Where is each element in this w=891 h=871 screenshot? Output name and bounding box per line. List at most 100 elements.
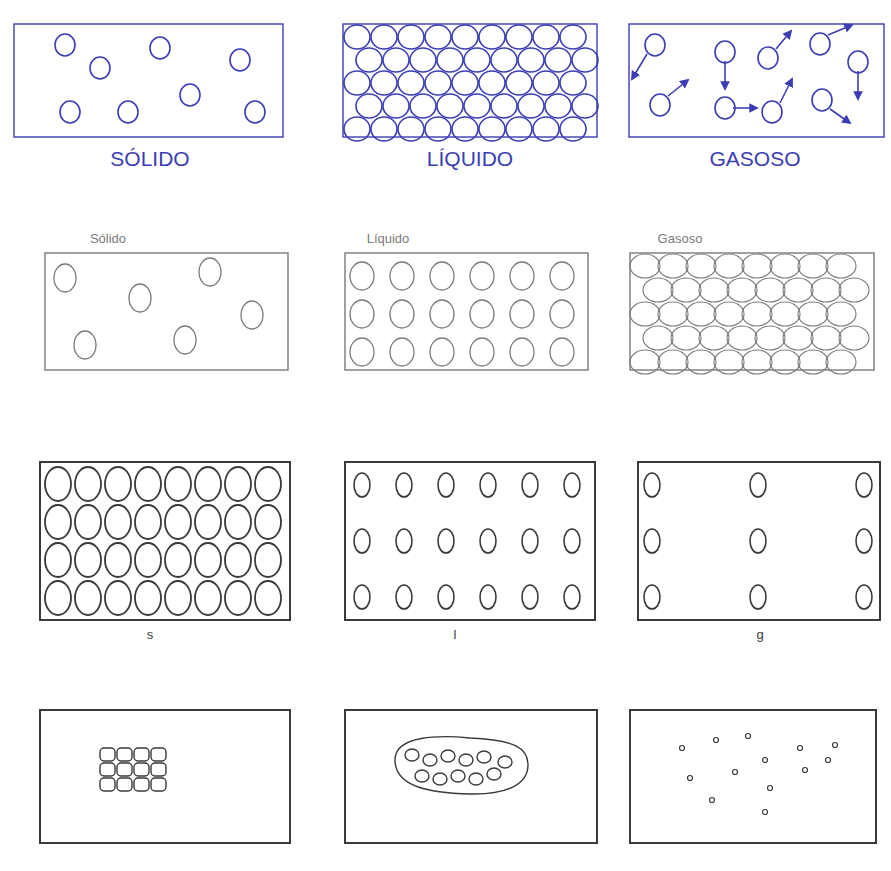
particle xyxy=(763,758,768,763)
particle xyxy=(75,581,101,615)
particle xyxy=(733,770,738,775)
particle xyxy=(45,467,71,501)
motion-arrow xyxy=(857,71,859,99)
particle xyxy=(783,278,813,302)
motion-arrow xyxy=(733,107,757,109)
particle xyxy=(480,529,496,553)
state-frame xyxy=(14,24,283,137)
state-frame xyxy=(343,24,597,137)
particle xyxy=(498,756,512,768)
particle xyxy=(522,529,538,553)
particle xyxy=(398,117,424,141)
particle xyxy=(118,101,138,123)
solid-particle xyxy=(100,748,115,761)
particle xyxy=(510,300,534,328)
particle xyxy=(225,505,251,539)
solid-particle xyxy=(134,748,149,761)
particle xyxy=(344,71,370,95)
particle xyxy=(195,543,221,577)
particle xyxy=(396,585,412,609)
particle xyxy=(55,34,75,56)
particle xyxy=(479,117,505,141)
particle xyxy=(195,581,221,615)
particle xyxy=(699,278,729,302)
particle xyxy=(856,529,872,553)
particle xyxy=(45,543,71,577)
particle xyxy=(522,473,538,497)
particle xyxy=(560,71,586,95)
particle xyxy=(105,581,131,615)
state-frame xyxy=(40,462,290,620)
particle xyxy=(510,262,534,290)
particle xyxy=(714,254,744,278)
particle xyxy=(410,94,436,118)
particle xyxy=(180,84,200,106)
state-frame xyxy=(45,253,288,370)
particle xyxy=(452,25,478,49)
motion-arrow xyxy=(724,61,726,89)
particle xyxy=(533,25,559,49)
particle xyxy=(763,810,768,815)
particle xyxy=(225,467,251,501)
particle xyxy=(464,94,490,118)
particle xyxy=(798,302,828,326)
state-frame xyxy=(638,462,880,620)
particle xyxy=(344,117,370,141)
particle xyxy=(344,25,370,49)
particle xyxy=(658,302,688,326)
particle xyxy=(425,117,451,141)
particle xyxy=(354,473,370,497)
particle xyxy=(105,543,131,577)
state-frame xyxy=(630,253,874,370)
particle xyxy=(356,48,382,72)
particle xyxy=(833,743,838,748)
state-label: LÍQUIDO xyxy=(427,147,513,170)
particle xyxy=(491,48,517,72)
particle xyxy=(650,94,670,116)
particle xyxy=(480,473,496,497)
solid-particle xyxy=(100,778,115,791)
particle xyxy=(199,258,221,286)
particle xyxy=(459,754,473,766)
particle xyxy=(165,581,191,615)
particle xyxy=(45,505,71,539)
particle xyxy=(560,25,586,49)
particle xyxy=(686,254,716,278)
particle xyxy=(671,326,701,350)
particle xyxy=(438,529,454,553)
particle xyxy=(479,25,505,49)
solid-particle xyxy=(117,778,132,791)
solid-particle xyxy=(151,748,166,761)
particle xyxy=(755,326,785,350)
particle xyxy=(518,48,544,72)
particle xyxy=(643,326,673,350)
particle xyxy=(195,467,221,501)
particle xyxy=(630,254,660,278)
particle xyxy=(354,585,370,609)
particle xyxy=(727,278,757,302)
state-label: GASOSO xyxy=(709,147,800,170)
particle xyxy=(491,94,517,118)
particle xyxy=(572,94,598,118)
particle xyxy=(230,49,250,71)
state-frame xyxy=(630,710,876,843)
particle xyxy=(658,254,688,278)
solid-particle xyxy=(117,763,132,776)
state-label: s xyxy=(147,628,154,642)
particle xyxy=(75,467,101,501)
particle xyxy=(811,278,841,302)
particle xyxy=(437,48,463,72)
particle xyxy=(423,754,437,766)
particle xyxy=(54,264,76,292)
particle xyxy=(848,51,868,73)
particle xyxy=(856,473,872,497)
particle xyxy=(390,300,414,328)
particle xyxy=(758,47,778,69)
particle xyxy=(371,117,397,141)
particle xyxy=(755,278,785,302)
particle xyxy=(826,350,856,374)
particle xyxy=(770,350,800,374)
particle xyxy=(545,94,571,118)
